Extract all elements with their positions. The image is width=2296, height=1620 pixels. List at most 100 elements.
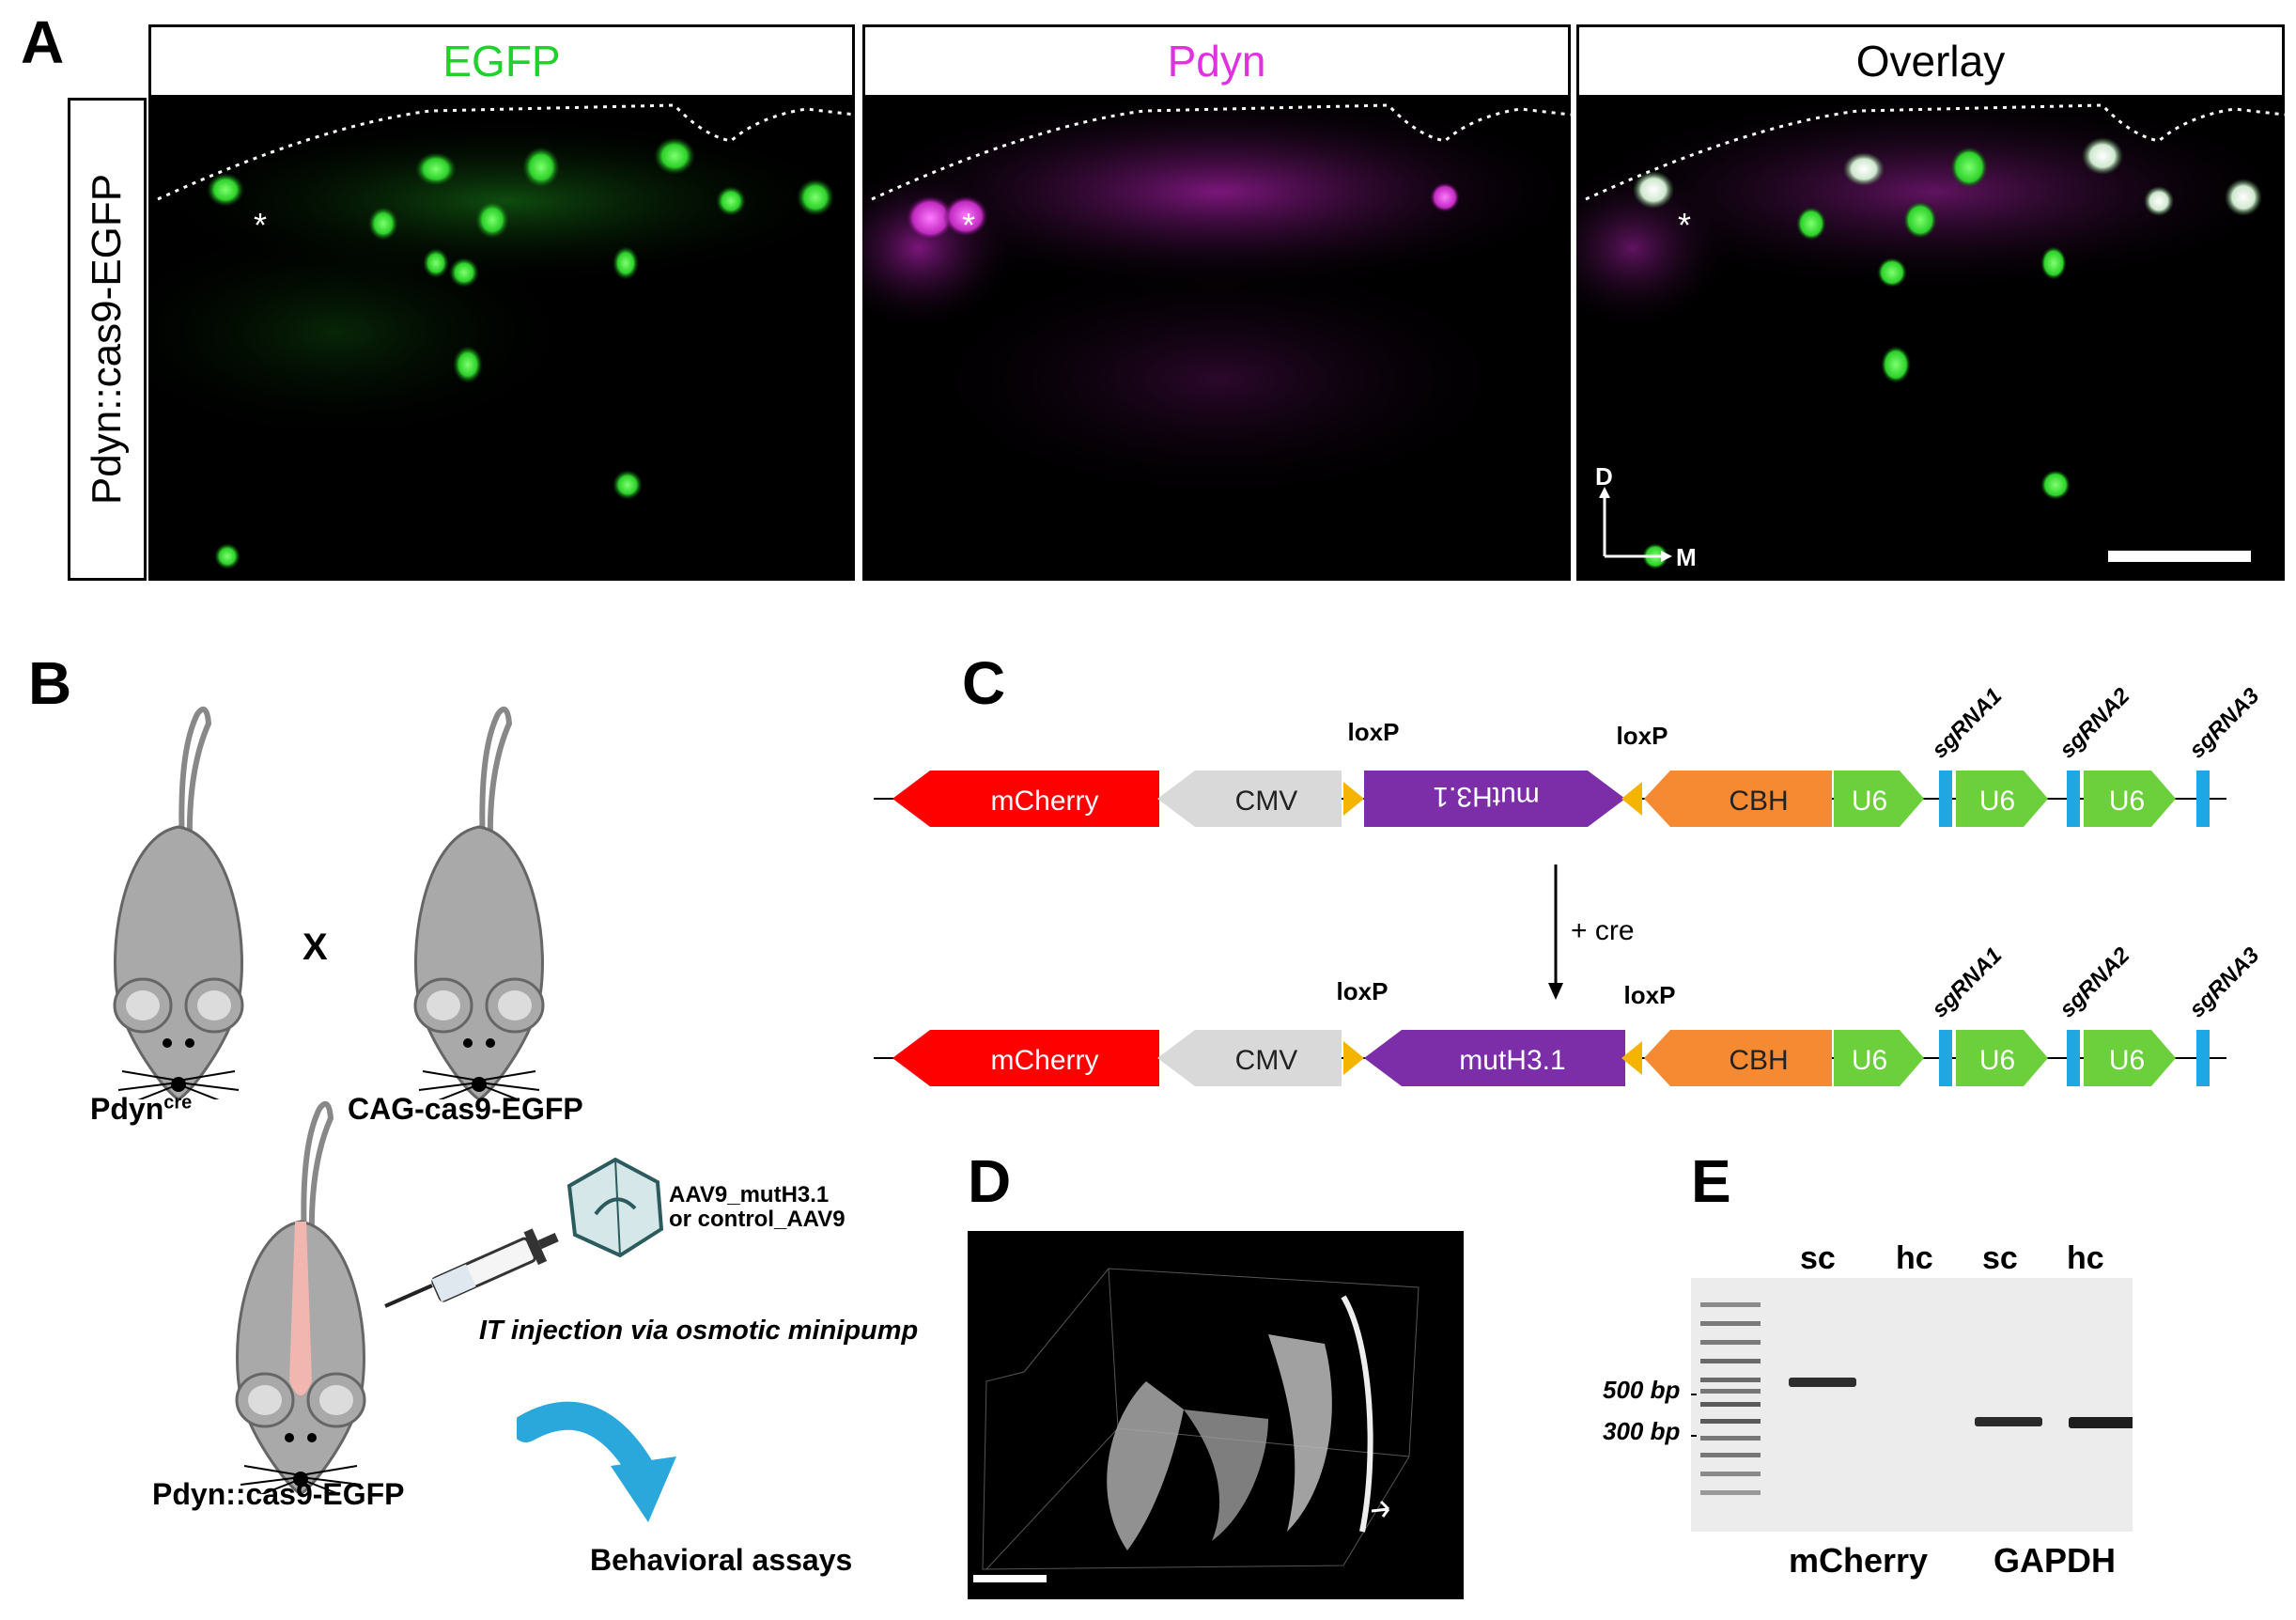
- top-loxp-label-1: loxP: [1348, 718, 1400, 746]
- behavior-label: Behavioral assays: [590, 1543, 853, 1577]
- bottom-sgrna-3: [2196, 1030, 2210, 1086]
- top-sgrna-2-label: sgRNA2: [2055, 683, 2135, 764]
- lane-label-3: sc: [1982, 1240, 2018, 1276]
- panel-d-3d-image: [968, 1231, 1464, 1599]
- gel-image: [1678, 1278, 2136, 1532]
- top-u6-3-label: U6: [2109, 786, 2145, 817]
- pdyn-asterisk: *: [962, 206, 975, 244]
- mouse2-label: CAG-cas9-EGFP: [348, 1092, 583, 1126]
- bottom-loxp-2: [1621, 1041, 1642, 1075]
- marker-500: 500 bp: [1603, 1376, 1681, 1404]
- bottom-sgrna-1: [1939, 1030, 1952, 1086]
- top-mcherry-label: mCherry: [990, 786, 1098, 817]
- panel-d-scale-bar: [973, 1575, 1047, 1582]
- top-loxp-2: [1621, 782, 1642, 816]
- bottom-sgrna-3-label: sgRNA3: [2184, 942, 2265, 1023]
- band-gapdh-hc: [2069, 1417, 2136, 1428]
- micrograph-pdyn-svg: *: [862, 98, 1571, 581]
- top-muth-label: mutH3.1: [1433, 781, 1539, 812]
- gel-svg: [1678, 1302, 2136, 1495]
- lane-label-2: hc: [1896, 1240, 1933, 1276]
- top-u6-2-label: U6: [1979, 786, 2015, 817]
- bottom-loxp-1: [1343, 1041, 1364, 1075]
- panel-e-letter: E: [1691, 1147, 1731, 1215]
- bottom-u6-1-label: U6: [1852, 1045, 1887, 1076]
- header-pdyn: Pdyn: [862, 24, 1571, 98]
- bottom-muth-label: mutH3.1: [1459, 1045, 1565, 1076]
- micrograph-pdyn: *: [862, 98, 1571, 581]
- bottom-mcherry-label: mCherry: [990, 1045, 1098, 1076]
- top-mcherry: [892, 771, 1159, 827]
- bottom-sgrna-2: [2067, 1030, 2080, 1086]
- bottom-cmv: [1157, 1030, 1342, 1086]
- header-overlay: Overlay: [1576, 24, 2285, 98]
- panel-d-3d-svg: [968, 1231, 1464, 1599]
- egfp-asterisk: *: [254, 206, 267, 244]
- group-label-gapdh: GAPDH: [1993, 1541, 2117, 1580]
- micrograph-egfp-svg: *: [148, 98, 855, 581]
- bottom-cbh: [1644, 1030, 1832, 1086]
- top-cbh: [1644, 771, 1832, 827]
- micrograph-overlay: * D M: [1576, 98, 2285, 581]
- top-loxp-label-2: loxP: [1617, 722, 1668, 750]
- bottom-u6-1: [1834, 1030, 1924, 1086]
- offspring-label: Pdyn::cas9-EGFP: [152, 1477, 405, 1511]
- header-egfp-text: EGFP: [442, 37, 561, 86]
- side-label-text: Pdyn::cas9-EGFP: [84, 173, 130, 506]
- bottom-u6-3: [2084, 1030, 2176, 1086]
- curved-arrow-icon: [517, 1401, 676, 1522]
- bottom-muth: [1364, 1030, 1625, 1086]
- bottom-u6-3-label: U6: [2109, 1045, 2145, 1076]
- micrograph-egfp: *: [148, 98, 855, 581]
- cre-label: + cre: [1571, 915, 1635, 946]
- panel-d-letter: D: [968, 1147, 1012, 1215]
- top-sgrna-3: [2196, 771, 2210, 827]
- orientation-medial: M: [1676, 543, 1697, 571]
- marker-300: 300 bp: [1603, 1417, 1681, 1445]
- virus-icon: [566, 1157, 664, 1258]
- header-overlay-text: Overlay: [1855, 37, 2006, 86]
- mouse1-label-sup: cre: [163, 1092, 193, 1114]
- top-u6-1: [1834, 771, 1924, 827]
- top-sgrna-2: [2067, 771, 2080, 827]
- bottom-cmv-label: CMV: [1235, 1045, 1298, 1076]
- mouse-pdyn-cre: [113, 706, 244, 1099]
- construct-diagram: mCherry CMV loxP mutH3.1 loxP CBH U6 sgR…: [874, 683, 2265, 1086]
- top-cbh-label: CBH: [1729, 786, 1788, 817]
- bottom-sgrna-1-label: sgRNA1: [1927, 942, 2007, 1022]
- syringe-icon: [384, 1228, 559, 1308]
- top-muth: [1364, 771, 1625, 827]
- top-sgrna-3-label: sgRNA3: [2184, 683, 2265, 764]
- panel-a-side-label: Pdyn::cas9-EGFP: [68, 98, 147, 581]
- bottom-u6-2-label: U6: [1979, 1045, 2015, 1076]
- top-loxp-1: [1343, 782, 1364, 816]
- bottom-mcherry: [892, 1030, 1159, 1086]
- orientation-dorsal: D: [1595, 462, 1613, 491]
- top-cmv-label: CMV: [1235, 786, 1298, 817]
- mouse1-label-text: Pdyn: [90, 1092, 164, 1126]
- top-cmv: [1157, 771, 1342, 827]
- top-u6-2: [1956, 771, 2048, 827]
- mouse1-label: Pdyncre: [90, 1092, 192, 1127]
- bottom-loxp-label-2: loxP: [1624, 981, 1676, 1009]
- cross-symbol: X: [303, 927, 328, 968]
- virus-label-1: AAV9_mutH3.1: [669, 1182, 830, 1207]
- header-egfp: EGFP: [148, 24, 855, 98]
- panel-a-letter: A: [21, 8, 65, 76]
- lane-label-1: sc: [1800, 1240, 1836, 1276]
- top-sgrna-1-label: sgRNA1: [1927, 683, 2007, 763]
- panel-b-letter: B: [28, 649, 72, 717]
- top-u6-1-label: U6: [1852, 786, 1887, 817]
- band-mcherry-sc: [1789, 1378, 1856, 1387]
- scale-bar: [2108, 551, 2251, 562]
- header-pdyn-text: Pdyn: [1167, 37, 1266, 86]
- injection-label: IT injection via osmotic minipump: [479, 1316, 919, 1346]
- lane-label-4: hc: [2067, 1240, 2104, 1276]
- band-gapdh-sc: [1975, 1417, 2042, 1426]
- group-label-mcherry: mCherry: [1789, 1541, 1929, 1580]
- micrograph-overlay-svg: * D M: [1576, 98, 2285, 581]
- overlay-asterisk: *: [1678, 206, 1691, 244]
- mouse-cag-cas9-egfp: [413, 706, 545, 1099]
- mouse-offspring: [235, 1100, 366, 1494]
- bottom-loxp-label-1: loxP: [1337, 977, 1388, 1005]
